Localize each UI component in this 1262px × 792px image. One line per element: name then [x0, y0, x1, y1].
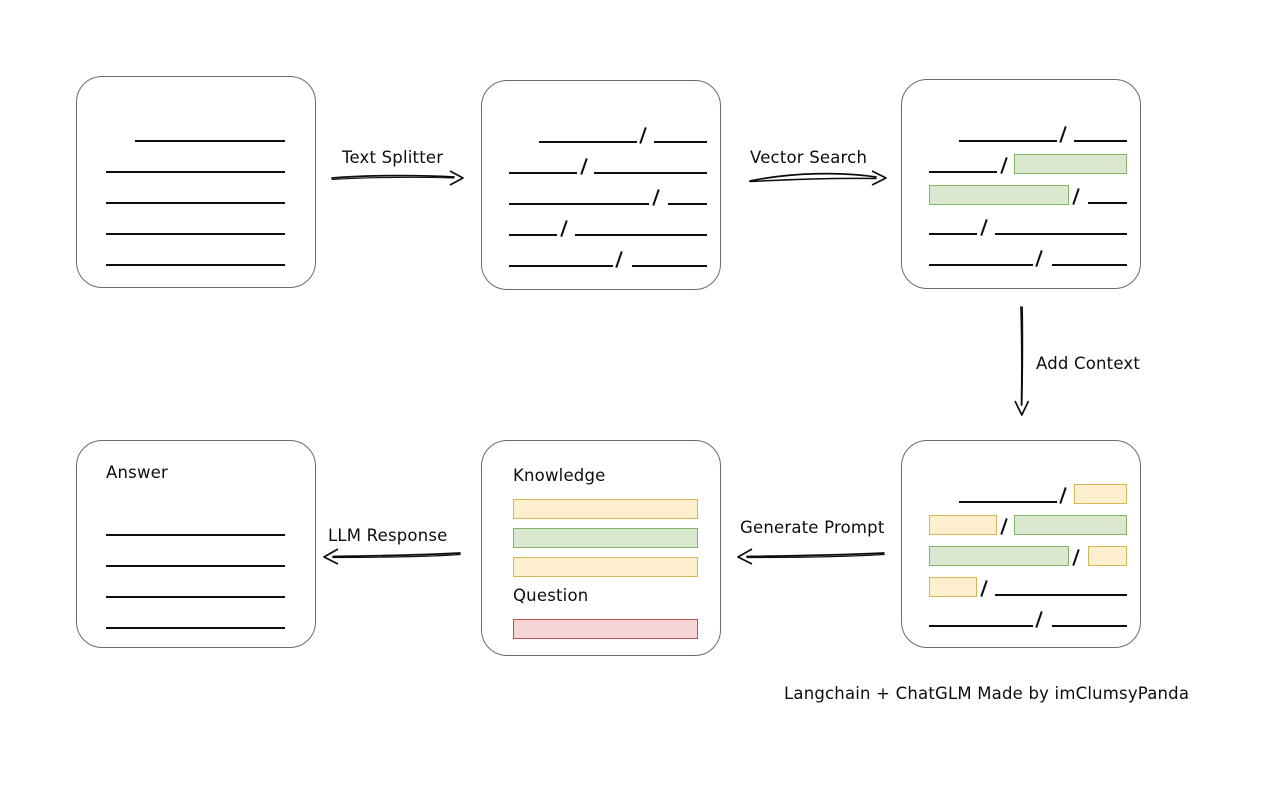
- text-rule: [106, 534, 285, 536]
- text-rule: [106, 596, 285, 598]
- text-rule: [539, 141, 637, 143]
- arrow-text-splitter-label: Text Splitter: [342, 148, 444, 167]
- text-rule: [1074, 140, 1127, 142]
- box-vector-matches[interactable]: [901, 79, 1141, 289]
- slash-separator: [639, 127, 647, 144]
- text-rule: [594, 172, 707, 174]
- arrow-llm-response: [322, 546, 462, 568]
- vector-matches-lines: [902, 80, 1140, 288]
- split-chunks-lines: [482, 81, 720, 289]
- answer-lines: [77, 441, 315, 647]
- prompt-chip-yellow: [513, 557, 698, 577]
- text-rule: [135, 140, 285, 142]
- slash-separator: [1000, 157, 1008, 174]
- question-label: Question: [513, 586, 589, 605]
- text-rule: [929, 264, 1033, 266]
- highlight-chip-green: [1014, 515, 1127, 535]
- slash-separator: [652, 189, 660, 206]
- highlight-chip-yellow: [929, 515, 997, 535]
- text-rule: [509, 172, 577, 174]
- slash-separator: [980, 219, 988, 236]
- slash-separator: [1035, 611, 1043, 628]
- highlight-chip-yellow: [1074, 484, 1127, 504]
- arrow-add-context: [1010, 305, 1034, 417]
- text-rule: [1052, 625, 1127, 627]
- text-rule: [575, 234, 707, 236]
- arrow-llm-response-label: LLM Response: [328, 526, 448, 545]
- slash-separator: [1000, 518, 1008, 535]
- box-answer[interactable]: Answer: [76, 440, 316, 648]
- slash-separator: [1035, 250, 1043, 267]
- text-rule: [959, 140, 1057, 142]
- text-rule: [106, 565, 285, 567]
- context-chunks-lines: [902, 441, 1140, 647]
- text-rule: [668, 203, 707, 205]
- slash-separator: [560, 220, 568, 237]
- slash-separator: [1072, 188, 1080, 205]
- arrow-add-context-label: Add Context: [1036, 354, 1141, 373]
- answer-label: Answer: [106, 463, 168, 482]
- highlight-chip-green: [929, 546, 1069, 566]
- prompt-chip-red: [513, 619, 698, 639]
- text-rule: [929, 171, 997, 173]
- arrow-generate-prompt: [736, 546, 886, 568]
- box-split-chunks[interactable]: [481, 80, 721, 290]
- prompt-chip-green: [513, 528, 698, 548]
- text-rule: [959, 501, 1057, 503]
- text-rule: [654, 141, 707, 143]
- text-rule: [929, 233, 977, 235]
- arrow-vector-search: [748, 168, 888, 190]
- question-chips: [482, 441, 720, 655]
- text-rule: [509, 203, 649, 205]
- slash-separator: [1059, 126, 1067, 143]
- text-rule: [106, 264, 285, 266]
- slash-separator: [615, 251, 623, 268]
- text-rule: [1088, 202, 1127, 204]
- text-rule: [509, 265, 613, 267]
- slash-separator: [580, 158, 588, 175]
- box-source-document[interactable]: [76, 76, 316, 288]
- slash-separator: [1059, 487, 1067, 504]
- arrow-generate-prompt-label: Generate Prompt: [740, 518, 885, 537]
- slash-separator: [980, 580, 988, 597]
- text-rule: [632, 265, 707, 267]
- arrow-vector-search-label: Vector Search: [750, 148, 868, 167]
- text-rule: [106, 171, 285, 173]
- text-rule: [106, 627, 285, 629]
- highlight-chip-yellow: [1088, 546, 1127, 566]
- knowledge-label: Knowledge: [513, 466, 606, 485]
- highlight-chip-green: [929, 185, 1069, 205]
- diagram-caption: Langchain + ChatGLM Made by imClumsyPand…: [784, 684, 1190, 703]
- text-rule: [106, 233, 285, 235]
- source-document-lines: [77, 77, 315, 287]
- knowledge-chips: [482, 441, 720, 655]
- text-rule: [509, 234, 557, 236]
- highlight-chip-yellow: [929, 577, 977, 597]
- text-rule: [106, 202, 285, 204]
- box-context-chunks[interactable]: [901, 440, 1141, 648]
- box-generated-prompt[interactable]: Knowledge Question: [481, 440, 721, 656]
- text-rule: [1052, 264, 1127, 266]
- text-rule: [929, 625, 1033, 627]
- prompt-chip-yellow: [513, 499, 698, 519]
- slash-separator: [1072, 549, 1080, 566]
- highlight-chip-green: [1014, 154, 1127, 174]
- text-rule: [995, 233, 1127, 235]
- arrow-text-splitter: [330, 168, 465, 190]
- text-rule: [995, 594, 1127, 596]
